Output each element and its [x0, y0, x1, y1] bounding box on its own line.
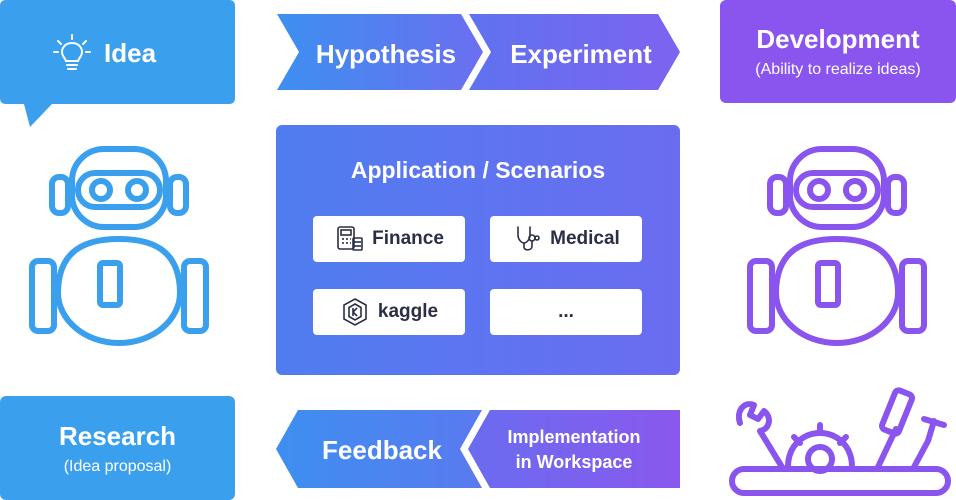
scenario-card-more[interactable]: ... [490, 289, 642, 335]
top-flow-arrows [277, 14, 680, 90]
research-box: Research (Idea proposal) [0, 396, 235, 500]
tools-icon [729, 387, 951, 496]
calculator-icon [337, 226, 363, 251]
scenario-label-medical: Medical [550, 228, 620, 249]
idea-callout: Idea [0, 0, 235, 128]
development-subtitle: (Ability to realize ideas) [755, 61, 921, 78]
development-robot-icon [747, 146, 927, 346]
research-title: Research [58, 420, 177, 451]
application-panel: Application / Scenarios Finance Medical [276, 125, 680, 375]
scenario-label-more: ... [558, 301, 574, 322]
kaggle-icon [343, 298, 367, 326]
feedback-label: Feedback [322, 434, 442, 465]
scenario-label-kaggle: kaggle [377, 301, 439, 322]
application-title: Application / Scenarios [350, 156, 606, 183]
scenario-card-kaggle[interactable]: kaggle [313, 289, 465, 335]
implementation-label-line2: in Workspace [515, 452, 633, 472]
idea-callout-shape [0, 0, 235, 127]
development-box: Development (Ability to realize ideas) [720, 0, 956, 103]
stethoscope-icon [517, 226, 540, 251]
development-title: Development [756, 24, 920, 54]
research-robot-icon [29, 146, 209, 346]
implementation-label: Implementation in Workspace [490, 424, 658, 476]
scenario-card-medical[interactable]: Medical [490, 216, 642, 262]
bottom-flow-arrows [276, 410, 680, 488]
experiment-label: Experiment [510, 38, 652, 69]
hypothesis-arrow [277, 14, 483, 90]
feedback-arrow [276, 410, 482, 488]
scenario-label-finance: Finance [372, 228, 444, 249]
scenario-card-finance[interactable]: Finance [313, 216, 465, 262]
research-subtitle: (Idea proposal) [63, 457, 172, 475]
hypothesis-label: Hypothesis [315, 38, 457, 69]
lightbulb-icon [53, 34, 91, 70]
idea-label: Idea [104, 37, 157, 68]
experiment-arrow [469, 14, 680, 90]
implementation-label-line1: Implementation [507, 427, 641, 447]
implementation-arrow [468, 410, 680, 488]
